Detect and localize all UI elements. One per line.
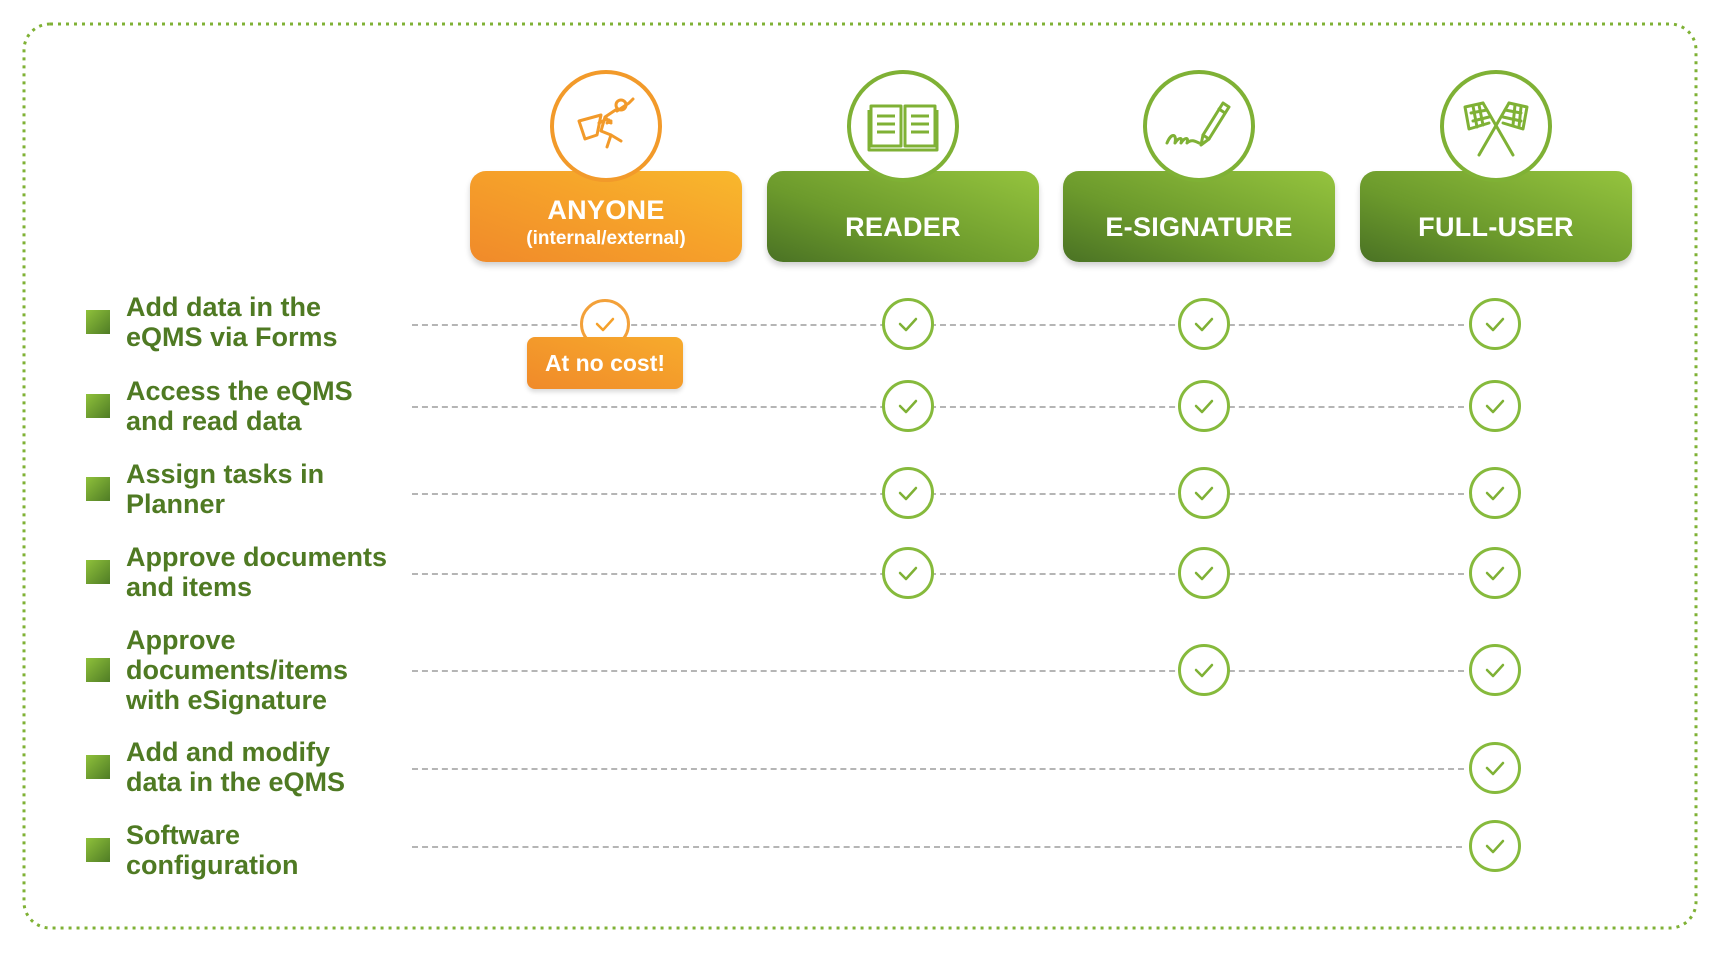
feature-label: Assign tasks in Planner (126, 459, 325, 519)
checkmark-icon (1469, 380, 1521, 432)
checkmark-icon (1469, 820, 1521, 872)
feature-label: Approve documents and items (126, 542, 388, 602)
row-bullet (86, 560, 110, 584)
feature-row-label: Add and modify data in the eQMS (86, 736, 416, 798)
column-header-esignature: E-SIGNATURE (1063, 171, 1335, 262)
checkmark-icon (1469, 644, 1521, 696)
column-header-anyone: ANYONE (internal/external) (470, 171, 742, 262)
feature-label: Software configuration (126, 820, 299, 880)
checkmark-icon (882, 547, 934, 599)
checkmark-icon (1178, 380, 1230, 432)
feature-row-label: Approve documents and items (86, 541, 416, 603)
row-bullet (86, 477, 110, 501)
superhero-icon (550, 70, 662, 182)
column-title: FULL-USER (1418, 212, 1574, 242)
checkmark-icon (1178, 467, 1230, 519)
feature-label: Access the eQMS and read data (126, 376, 353, 436)
feature-label: Add data in the eQMS via Forms (126, 292, 338, 352)
row-bullet (86, 755, 110, 779)
feature-row-label: Software configuration (86, 819, 416, 881)
checkmark-icon (882, 298, 934, 350)
column-subtitle: (internal/external) (526, 228, 686, 249)
feature-row-label: Assign tasks in Planner (86, 458, 416, 520)
checkmark-icon (1469, 547, 1521, 599)
row-divider (412, 324, 1464, 326)
checkered-flags-icon (1440, 70, 1552, 182)
row-divider (412, 493, 1464, 495)
checkmark-icon (1178, 298, 1230, 350)
column-title: READER (845, 212, 961, 242)
column-title: ANYONE (547, 195, 665, 225)
row-divider (412, 768, 1464, 770)
checkmark-icon (1178, 547, 1230, 599)
row-bullet (86, 838, 110, 862)
column-title: E-SIGNATURE (1105, 212, 1293, 242)
feature-row-label: Approve documents/items with eSignature (86, 624, 416, 716)
open-book-icon (847, 70, 959, 182)
row-divider (412, 573, 1464, 575)
row-divider (412, 846, 1462, 848)
checkmark-icon (1178, 644, 1230, 696)
checkmark-icon (882, 467, 934, 519)
row-bullet (86, 658, 110, 682)
column-header-reader: READER (767, 171, 1039, 262)
checkmark-icon (1469, 298, 1521, 350)
feature-label: Add and modify data in the eQMS (126, 737, 346, 797)
comparison-frame (22, 22, 1698, 930)
row-divider (412, 670, 1464, 672)
feature-row-label: Access the eQMS and read data (86, 375, 416, 437)
checkmark-icon (1469, 742, 1521, 794)
feature-label: Approve documents/items with eSignature (126, 625, 349, 715)
checkmark-icon (882, 380, 934, 432)
pen-signature-icon (1143, 70, 1255, 182)
checkmark-icon (1469, 467, 1521, 519)
row-bullet (86, 394, 110, 418)
column-header-fulluser: FULL-USER (1360, 171, 1632, 262)
no-cost-callout: At no cost! (527, 337, 683, 389)
row-divider (412, 406, 1464, 408)
feature-row-label: Add data in the eQMS via Forms (86, 291, 416, 353)
row-bullet (86, 310, 110, 334)
